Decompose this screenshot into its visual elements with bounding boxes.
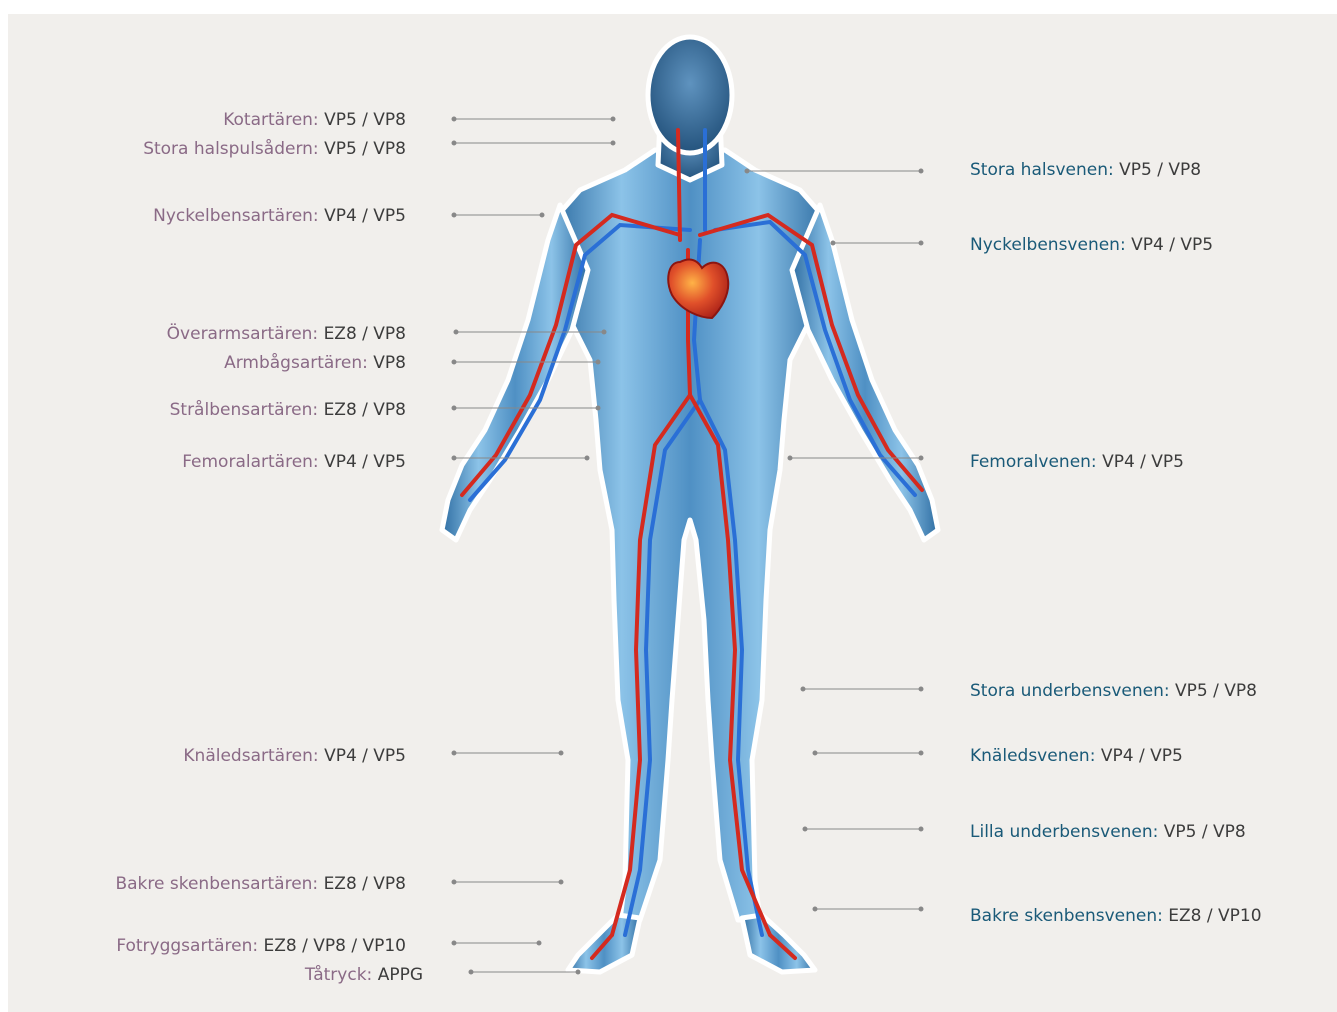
artery-name: Armbågsartären: bbox=[224, 353, 368, 373]
artery-name: Bakre skenbensartären: bbox=[115, 874, 318, 894]
artery-codes: VP5 / VP8 bbox=[324, 110, 406, 130]
vein-label-stora-underbensvenen: Stora underbensvenen: VP5 / VP8 bbox=[970, 681, 1257, 701]
artery-name: Femoralartären: bbox=[182, 452, 318, 472]
artery-codes: VP8 bbox=[373, 353, 406, 373]
artery-codes: VP4 / VP5 bbox=[324, 746, 406, 766]
artery-name: Överarmsartären: bbox=[167, 324, 318, 344]
artery-codes: VP4 / VP5 bbox=[324, 206, 406, 226]
artery-label-armbagsartaren: Armbågsartären: VP8 bbox=[224, 353, 406, 373]
artery-name: Knäledsartären: bbox=[183, 746, 318, 766]
artery-name: Fotryggsartären: bbox=[116, 936, 258, 956]
body-silhouette bbox=[442, 37, 938, 972]
head-shape bbox=[648, 37, 732, 153]
artery-codes: VP5 / VP8 bbox=[324, 139, 406, 159]
vein-name: Stora halsvenen: bbox=[970, 160, 1114, 180]
artery-name: Stora halspulsådern: bbox=[143, 139, 318, 159]
vein-codes: EZ8 / VP10 bbox=[1168, 906, 1261, 926]
vein-name: Bakre skenbensvenen: bbox=[970, 906, 1163, 926]
vein-label-knaledsvenen: Knäledsvenen: VP4 / VP5 bbox=[970, 746, 1183, 766]
vein-name: Femoralvenen: bbox=[970, 452, 1097, 472]
artery-label-fotryggsartaren: Fotryggsartären: EZ8 / VP8 / VP10 bbox=[116, 936, 406, 956]
artery-codes: VP4 / VP5 bbox=[324, 452, 406, 472]
vein-codes: VP4 / VP5 bbox=[1101, 746, 1183, 766]
artery-codes: EZ8 / VP8 bbox=[324, 400, 406, 420]
vein-label-lilla-underbensvenen: Lilla underbensvenen: VP5 / VP8 bbox=[970, 822, 1246, 842]
artery-label-knaledsartaren: Knäledsartären: VP4 / VP5 bbox=[183, 746, 406, 766]
vein-codes: VP4 / VP5 bbox=[1102, 452, 1184, 472]
artery-label-femoralartaren: Femoralartären: VP4 / VP5 bbox=[182, 452, 406, 472]
artery-label-kotartaren: Kotartären: VP5 / VP8 bbox=[223, 110, 406, 130]
vein-label-stora-halsvenen: Stora halsvenen: VP5 / VP8 bbox=[970, 160, 1201, 180]
vein-label-nyckelbensvenen: Nyckelbensvenen: VP4 / VP5 bbox=[970, 235, 1213, 255]
artery-label-bakre-skenbensartaren: Bakre skenbensartären: EZ8 / VP8 bbox=[115, 874, 406, 894]
vein-name: Stora underbensvenen: bbox=[970, 681, 1170, 701]
artery-codes: EZ8 / VP8 bbox=[324, 874, 406, 894]
vein-name: Lilla underbensvenen: bbox=[970, 822, 1158, 842]
vein-name: Knäledsvenen: bbox=[970, 746, 1095, 766]
artery-label-stora-halspulsadern: Stora halspulsådern: VP5 / VP8 bbox=[143, 139, 406, 159]
artery-name: Kotartären: bbox=[223, 110, 318, 130]
artery-name: Nyckelbensartären: bbox=[153, 206, 319, 226]
artery-label-nyckelbensartaren: Nyckelbensartären: VP4 / VP5 bbox=[153, 206, 406, 226]
artery-label-tatryck: Tåtryck: APPG bbox=[305, 965, 423, 985]
artery-codes: EZ8 / VP8 bbox=[324, 324, 406, 344]
artery-neck bbox=[678, 130, 680, 240]
artery-label-overarmsartaren: Överarmsartären: EZ8 / VP8 bbox=[167, 324, 406, 344]
vein-codes: VP5 / VP8 bbox=[1164, 822, 1246, 842]
artery-name: Strålbensartären: bbox=[170, 400, 319, 420]
vein-label-femoralvenen: Femoralvenen: VP4 / VP5 bbox=[970, 452, 1184, 472]
artery-name: Tåtryck: bbox=[305, 965, 372, 985]
vein-codes: VP5 / VP8 bbox=[1119, 160, 1201, 180]
artery-label-stralbensartaren: Strålbensartären: EZ8 / VP8 bbox=[170, 400, 406, 420]
artery-codes: EZ8 / VP8 / VP10 bbox=[264, 936, 406, 956]
vein-label-bakre-skenbensvenen: Bakre skenbensvenen: EZ8 / VP10 bbox=[970, 906, 1262, 926]
vein-codes: VP5 / VP8 bbox=[1175, 681, 1257, 701]
vein-name: Nyckelbensvenen: bbox=[970, 235, 1126, 255]
vein-codes: VP4 / VP5 bbox=[1131, 235, 1213, 255]
artery-codes: APPG bbox=[378, 965, 423, 985]
